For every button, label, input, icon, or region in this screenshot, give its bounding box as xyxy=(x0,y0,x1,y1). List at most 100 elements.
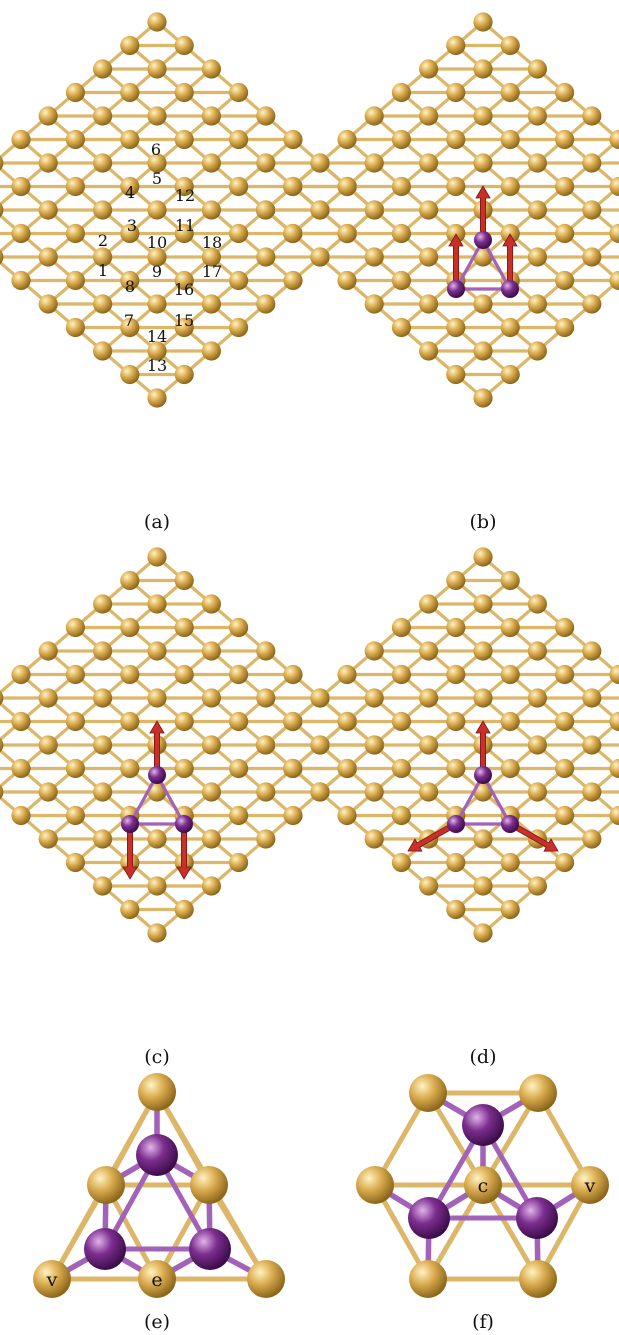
site-label-2: 2 xyxy=(98,231,108,250)
gold-atom xyxy=(201,59,221,79)
gold-atom xyxy=(256,641,276,661)
gold-atom xyxy=(120,223,140,244)
gold-atom xyxy=(419,59,439,79)
gold-atom xyxy=(419,782,439,802)
gold-atom xyxy=(391,617,411,638)
gold-atom xyxy=(527,594,548,614)
gold-atom xyxy=(65,270,85,291)
gold-atom xyxy=(582,294,602,314)
caption-f: (f) xyxy=(472,1311,494,1333)
gold-atom xyxy=(337,758,357,779)
gold-atom xyxy=(500,35,520,56)
vertex-label: v xyxy=(584,1175,596,1197)
gold-atom xyxy=(446,852,466,873)
gold-atom xyxy=(256,247,276,267)
gold-atom xyxy=(38,200,58,220)
gold-atom xyxy=(527,688,548,708)
gold-atom xyxy=(120,176,140,197)
site-label-4: 4 xyxy=(125,183,135,202)
gold-atom xyxy=(310,688,330,708)
gold-atom xyxy=(174,176,194,197)
gold-atom xyxy=(391,129,411,150)
gold-atom xyxy=(174,364,194,385)
gold-atom xyxy=(391,176,411,197)
gold-atom xyxy=(419,735,439,755)
gold-atom xyxy=(147,782,167,802)
gold-atom xyxy=(473,388,493,408)
gold-atom xyxy=(500,129,520,150)
arrow-top-up xyxy=(475,720,491,772)
gold-atom xyxy=(527,294,548,314)
gold-atom xyxy=(201,594,221,614)
gold-atom xyxy=(391,317,411,338)
gold-atom xyxy=(256,153,276,173)
gold-atom xyxy=(65,129,85,150)
gold-atom xyxy=(527,876,548,896)
gold-atom xyxy=(65,805,85,826)
gold-atom xyxy=(147,59,167,79)
gold-atom xyxy=(473,782,493,802)
gold-atom xyxy=(65,711,85,732)
gold-atom xyxy=(229,664,249,685)
gold-atom xyxy=(147,547,167,567)
gold-atom xyxy=(364,106,384,126)
gold-atom xyxy=(283,270,303,291)
gold-atom xyxy=(256,829,276,849)
gold-atom xyxy=(229,317,249,338)
gold-atom xyxy=(174,664,194,685)
gold-atom xyxy=(519,1260,557,1298)
gold-atom xyxy=(174,129,194,150)
caption-a: (a) xyxy=(144,511,170,533)
gold-atom xyxy=(310,153,330,173)
gold-atom xyxy=(473,341,493,361)
caption-b: (b) xyxy=(470,511,497,533)
gold-atom xyxy=(38,735,58,755)
gold-atom xyxy=(419,641,439,661)
gold-atom xyxy=(527,200,548,220)
gold-atom xyxy=(255,200,275,220)
arrow-left-down xyxy=(122,827,138,880)
gold-atom xyxy=(174,317,194,338)
gold-atom xyxy=(0,249,4,265)
gold-atom xyxy=(337,805,357,826)
gold-atom xyxy=(147,594,167,614)
panel-b-lattice xyxy=(255,12,619,408)
gold-atom xyxy=(38,294,58,314)
gold-atom xyxy=(147,923,167,943)
gold-atom xyxy=(473,829,493,849)
gold-atom xyxy=(201,294,221,314)
gold-atom xyxy=(500,223,520,244)
gold-atom xyxy=(473,923,493,943)
gold-atom xyxy=(446,711,466,732)
gold-atom xyxy=(419,294,439,314)
purple-atom xyxy=(148,766,166,784)
gold-atom xyxy=(201,106,221,126)
gold-atom xyxy=(609,176,619,197)
site-label-3: 3 xyxy=(127,216,137,235)
gold-atom xyxy=(582,641,602,661)
site-label-12: 12 xyxy=(175,186,195,205)
gold-atom xyxy=(609,711,619,732)
gold-atom xyxy=(500,176,520,197)
gold-atom xyxy=(391,223,411,244)
gold-atom xyxy=(256,688,276,708)
gold-atom xyxy=(419,688,439,708)
gold-atom xyxy=(446,899,466,920)
purple-atom xyxy=(121,815,139,833)
purple-atom xyxy=(175,815,193,833)
gold-atom xyxy=(391,852,411,873)
site-label-1: 1 xyxy=(98,261,108,280)
gold-atom xyxy=(120,711,140,732)
gold-atom xyxy=(65,664,85,685)
trimer-bond xyxy=(481,238,512,291)
edge-label: e xyxy=(151,1269,162,1291)
gold-atom xyxy=(364,735,384,755)
gold-atom xyxy=(283,176,303,197)
gold-atom xyxy=(283,805,303,826)
gold-atom xyxy=(87,1166,125,1204)
site-label-5: 5 xyxy=(152,169,162,188)
gold-atom xyxy=(364,247,384,267)
gold-atom xyxy=(500,664,520,685)
gold-atom xyxy=(65,176,85,197)
